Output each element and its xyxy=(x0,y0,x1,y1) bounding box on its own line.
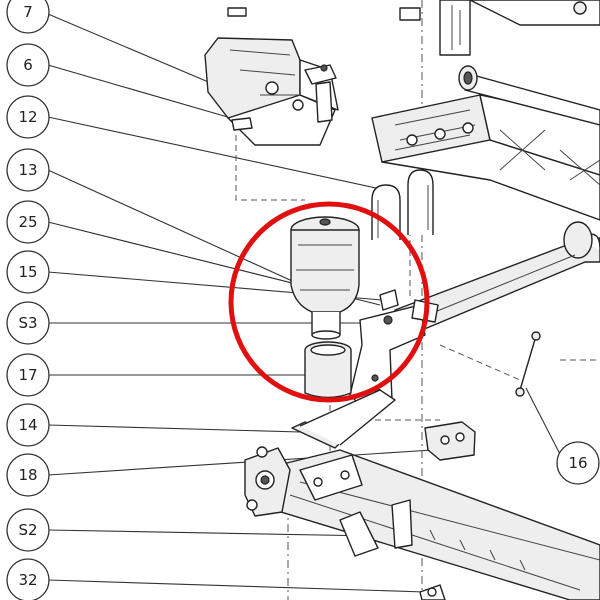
svg-text:13: 13 xyxy=(18,161,37,179)
top-fragments xyxy=(227,0,600,56)
callout-S3: S3 xyxy=(6,301,50,345)
callout-14: 14 xyxy=(6,403,50,447)
leader-12 xyxy=(47,116,386,191)
callout-16: 16 xyxy=(556,441,600,485)
svg-text:17: 17 xyxy=(18,366,37,384)
leader-13 xyxy=(47,169,313,291)
spring-spacer xyxy=(304,341,352,399)
lower-spring-seat xyxy=(291,389,396,449)
leader-14 xyxy=(47,424,301,433)
svg-text:16: 16 xyxy=(568,454,587,472)
highlight-circle xyxy=(228,201,430,403)
svg-text:32: 32 xyxy=(18,571,37,589)
callout-13: 13 xyxy=(6,148,50,192)
callout-18: 18 xyxy=(6,453,50,497)
callouts: 7 6 12 13 25 15 S3 17 xyxy=(6,0,600,600)
svg-text:12: 12 xyxy=(18,108,37,126)
svg-text:S2: S2 xyxy=(18,521,37,539)
leader-18 xyxy=(47,449,433,476)
axle-bracket xyxy=(424,421,476,461)
upper-spring-bracket xyxy=(204,37,339,146)
air-spring xyxy=(290,216,360,340)
callout-17: 17 xyxy=(6,353,50,397)
leader-16 xyxy=(525,387,564,461)
callout-25: 25 xyxy=(6,200,50,244)
leader-32 xyxy=(47,579,426,593)
chassis-frame-rail xyxy=(371,65,600,221)
bottom-fastener xyxy=(419,584,446,600)
svg-text:S3: S3 xyxy=(18,314,37,332)
svg-text:7: 7 xyxy=(23,3,33,21)
callout-7: 7 xyxy=(6,0,50,34)
callout-12: 12 xyxy=(6,95,50,139)
callout-15: 15 xyxy=(6,250,50,294)
callout-32: 32 xyxy=(6,558,50,600)
link-rod xyxy=(515,331,541,397)
svg-text:14: 14 xyxy=(18,416,37,434)
u-bolts xyxy=(371,169,434,240)
leader-6 xyxy=(47,64,239,121)
leader-lines xyxy=(47,13,564,593)
svg-text:15: 15 xyxy=(18,263,37,281)
svg-text:18: 18 xyxy=(18,466,37,484)
svg-text:25: 25 xyxy=(18,213,37,231)
trailing-arm xyxy=(349,221,600,411)
callout-6: 6 xyxy=(6,43,50,87)
leader-7 xyxy=(47,13,233,93)
svg-text:6: 6 xyxy=(23,56,33,74)
callout-S2: S2 xyxy=(6,508,50,552)
axle-beam xyxy=(244,446,600,600)
